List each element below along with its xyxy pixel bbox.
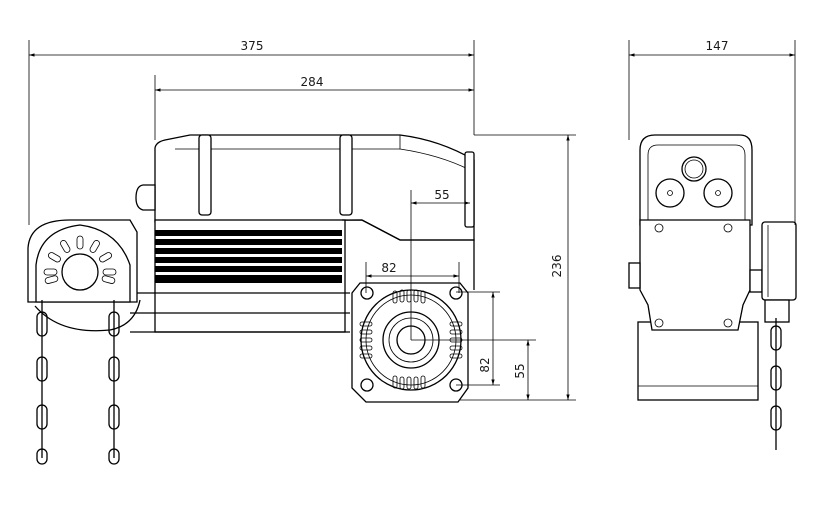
dim-side-width: 147 (706, 39, 729, 53)
dim-motor-length: 284 (301, 75, 324, 89)
output-flange (351, 282, 469, 403)
dim-shaft-offset: 55 (434, 188, 449, 202)
hand-chain (36, 300, 120, 465)
dimension-lines (28, 40, 796, 401)
dim-flange-height: 82 (478, 357, 492, 372)
chain-wheel-cap (27, 219, 141, 332)
dim-overall-height: 236 (550, 255, 564, 278)
front-view-motor (27, 134, 475, 465)
dim-shaft-height: 55 (513, 363, 527, 378)
dim-flange-width: 82 (381, 261, 396, 275)
cooling-fins (155, 230, 342, 283)
side-view-motor (628, 134, 797, 450)
dim-overall-length: 375 (241, 39, 264, 53)
